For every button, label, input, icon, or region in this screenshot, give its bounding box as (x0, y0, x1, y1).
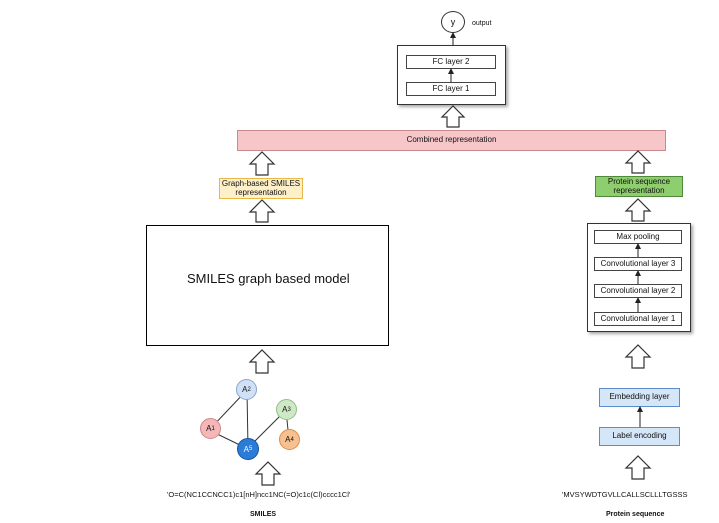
block-arrow-smiles-to-graph (254, 461, 282, 486)
node-a5-base: A (243, 444, 249, 454)
node-a2-base: A (242, 385, 248, 394)
node-a3-sub: 3 (287, 406, 291, 413)
block-arrow-graphrep-to-combined (248, 151, 276, 176)
block-arrow-embedding-to-cnn (624, 344, 652, 369)
node-a4-base: A (285, 435, 291, 444)
block-arrow-combined-to-fc (440, 105, 466, 128)
fc-layer-1: FC layer 1 (406, 82, 496, 96)
protein-rep-line1: Protein sequence (607, 176, 671, 186)
protein-string: 'MVSYWDTGVLLCALLSCLLLTGSSS (562, 490, 688, 499)
smiles-string: 'O=C(NC1CCNCC1)c1[nH]ncc1NC(=O)c1c(Cl)cc… (167, 490, 351, 499)
block-arrow-graph-to-model (248, 349, 276, 374)
graph-rep-line2: representation (235, 187, 287, 197)
node-a1-sub: 1 (211, 425, 215, 432)
node-a4-sub: 4 (290, 436, 294, 443)
node-a3-base: A (282, 405, 288, 414)
protein-sequence-representation: Protein sequence representation (595, 176, 683, 197)
graph-smiles-representation: Graph-based SMILES representation (219, 178, 303, 199)
node-a5-sub: 5 (249, 446, 253, 452)
smiles-caption: SMILES (250, 511, 277, 518)
protein-caption: Protein sequence (606, 511, 665, 518)
smiles-graph-model-box: SMILES graph based model (146, 225, 389, 346)
combined-representation: Combined representation (237, 130, 666, 151)
conv-layer-1: Convolutional layer 1 (594, 312, 682, 326)
node-a1-base: A (206, 424, 212, 433)
smiles-graph-model-label: SMILES graph based model (187, 271, 350, 286)
graph-rep-line1: Graph-based SMILES (221, 178, 301, 188)
node-a2-sub: 2 (247, 386, 251, 393)
block-arrow-cnn-to-proteinrep (624, 198, 652, 222)
block-arrow-protein-to-label (624, 455, 652, 480)
output-label: output (472, 20, 492, 27)
label-encoding-layer: Label encoding (599, 427, 680, 446)
block-arrow-proteinrep-to-combined (624, 150, 652, 174)
output-node-label: y (450, 17, 456, 27)
block-arrow-model-to-graphrep (248, 199, 276, 223)
protein-rep-line2: representation (613, 185, 665, 195)
